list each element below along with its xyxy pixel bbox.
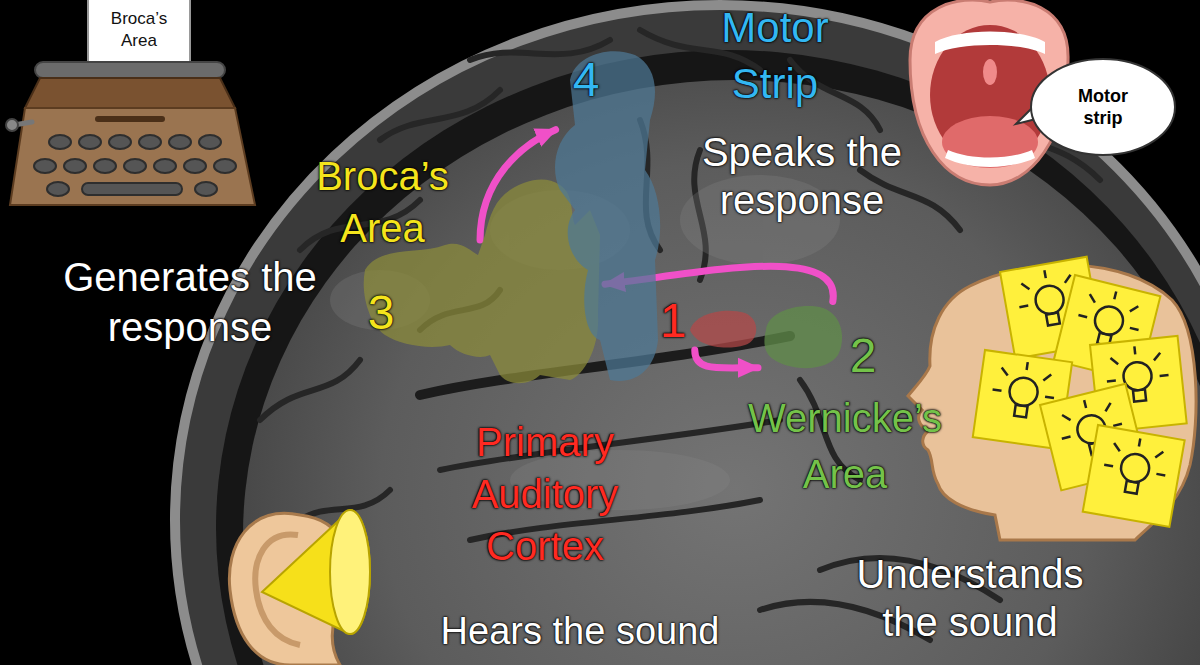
region-fill — [764, 306, 842, 368]
region-name: Wernicke’s Area — [730, 390, 960, 502]
function-note: Generates the response — [40, 252, 340, 352]
region-shape — [758, 300, 846, 372]
motor-region: 4Motor Strip — [540, 40, 670, 385]
region-name: Motor Strip — [700, 0, 850, 112]
callout-number: 4 — [566, 52, 606, 108]
region-name: Broca’s Area — [295, 150, 470, 254]
callout-number: 3 — [363, 285, 399, 341]
region-fill — [690, 311, 756, 348]
callout-number: 1 — [653, 293, 693, 349]
broca-region: 3Broca’s Area — [360, 175, 605, 385]
region-fill — [555, 51, 660, 381]
paper-label: Broca’s Area — [94, 8, 184, 52]
wernicke-region: 2Wernicke’s Area — [758, 300, 846, 372]
region-shape — [540, 40, 670, 385]
auditory-region: 1Primary Auditory Cortex — [685, 305, 760, 350]
function-note: Speaks the response — [672, 128, 932, 224]
function-note: Understands the sound — [835, 550, 1105, 646]
function-note: Hears the sound — [425, 608, 735, 654]
region-shape — [685, 305, 760, 350]
bubble-label: Motor strip — [1063, 85, 1143, 129]
region-name: Primary Auditory Cortex — [435, 416, 655, 572]
pink-arrow — [695, 350, 758, 368]
callout-number: 2 — [845, 328, 881, 384]
